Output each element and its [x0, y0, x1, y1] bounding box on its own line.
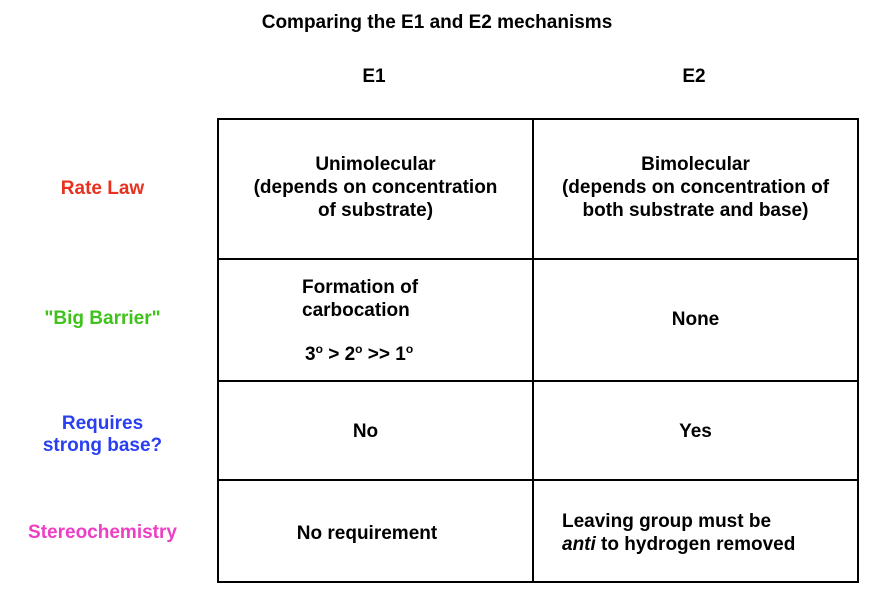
cell-line: (depends on concentration of [561, 177, 830, 198]
column-header-e1: E1 [362, 66, 386, 87]
cell-line: Unimolecular [315, 154, 436, 175]
table-border-top [217, 118, 859, 120]
row-label-line: Requires [61, 413, 144, 434]
cell-strong-base-e1: No [352, 421, 379, 442]
row-label-stereochemistry: Stereochemistry [28, 522, 177, 543]
cell-line: Leaving group must be [562, 511, 772, 532]
row-divider [217, 479, 859, 481]
page-title: Comparing the E1 and E2 mechanisms [261, 12, 613, 33]
cell-line: carbocation [302, 300, 410, 321]
cell-stereochemistry-e2: Leaving group must be anti to hydrogen r… [562, 510, 852, 556]
cell-rate-law-e1: Unimolecular (depends on concentration o… [217, 153, 534, 222]
carbocation-stability-order: 3o > 2o >> 1o [305, 342, 414, 365]
cell-line: Bimolecular [641, 154, 750, 175]
row-label-rate-law: Rate Law [60, 178, 145, 199]
row-label-big-barrier: "Big Barrier" [44, 308, 161, 329]
cell-big-barrier-e2: None [671, 309, 720, 330]
table-border-left [217, 118, 219, 583]
table-border-bottom [217, 581, 859, 583]
cell-line: Formation of [302, 277, 419, 298]
row-divider [217, 380, 859, 382]
row-label-requires-strong-base: Requires strong base? [0, 413, 205, 457]
column-header-e2: E2 [682, 66, 706, 87]
comparison-table: Unimolecular (depends on concentration o… [217, 118, 859, 583]
cell-line: of substrate) [317, 200, 434, 221]
cell-stereochemistry-e1: No requirement [296, 523, 438, 544]
table-border-right [857, 118, 859, 583]
column-divider [532, 118, 534, 583]
cell-line: (depends on concentration [253, 177, 498, 198]
cell-big-barrier-e1: Formation of carbocation [302, 276, 447, 322]
cell-rate-law-e2: Bimolecular (depends on concentration of… [534, 153, 857, 222]
row-divider [217, 258, 859, 260]
row-label-line: strong base? [42, 435, 163, 456]
cell-line: both substrate and base) [582, 200, 809, 221]
cell-strong-base-e2: Yes [679, 421, 712, 442]
cell-line: anti to hydrogen removed [562, 534, 796, 555]
